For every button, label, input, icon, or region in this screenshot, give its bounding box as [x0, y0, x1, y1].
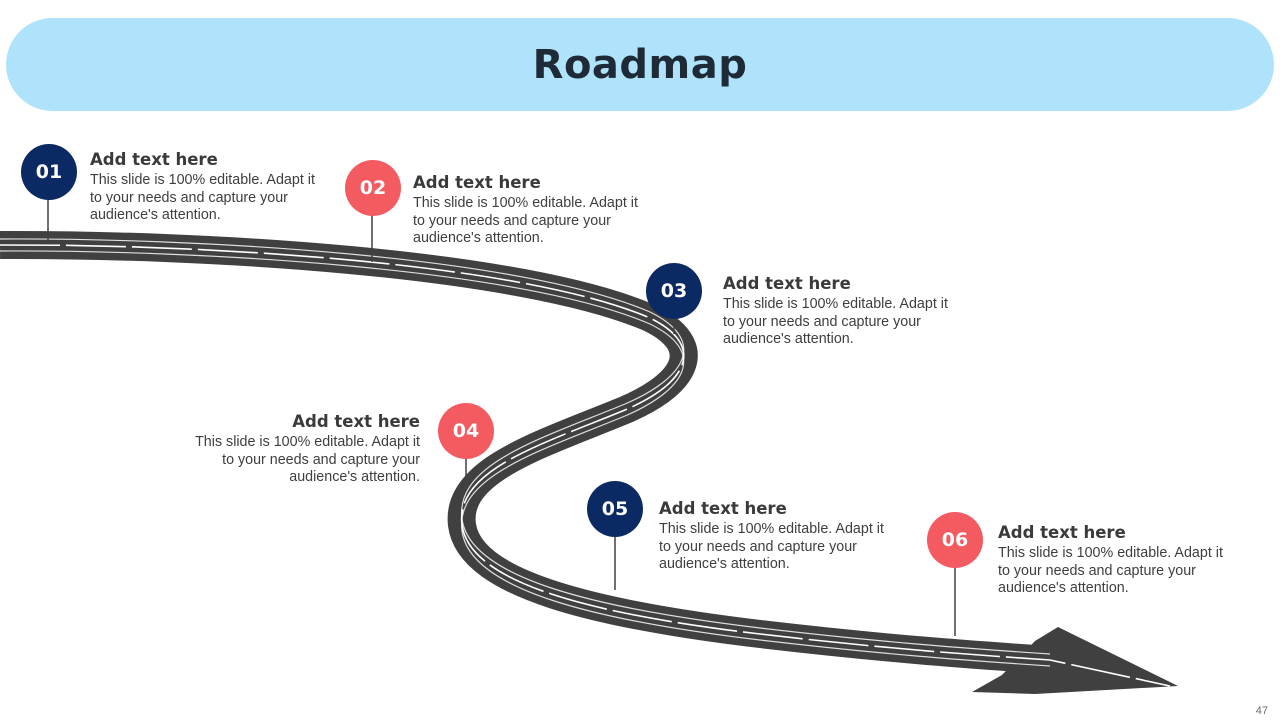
- milestone-body: This slide is 100% editable. Adapt it to…: [659, 521, 884, 572]
- milestone-number: 05: [601, 498, 629, 520]
- milestone-marker-06: 06: [927, 512, 983, 568]
- road-center-line: [0, 244, 1171, 687]
- milestone-body: This slide is 100% editable. Adapt it to…: [90, 172, 315, 223]
- milestone-body: This slide is 100% editable. Adapt it to…: [413, 195, 638, 246]
- milestone-body: This slide is 100% editable. Adapt it to…: [998, 545, 1223, 596]
- milestone-text-05: Add text here This slide is 100% editabl…: [659, 498, 895, 574]
- milestone-marker-04: 04: [438, 403, 494, 459]
- milestone-text-02: Add text here This slide is 100% editabl…: [413, 172, 649, 248]
- milestone-number: 04: [452, 420, 480, 442]
- milestone-title: Add text here: [90, 150, 218, 169]
- milestone-number: 01: [35, 161, 63, 183]
- milestone-marker-03: 03: [646, 263, 702, 319]
- milestone-title: Add text here: [659, 499, 787, 518]
- slide-title: Roadmap: [532, 41, 748, 88]
- page-number: 47: [1255, 705, 1268, 717]
- milestone-text-03: Add text here This slide is 100% editabl…: [723, 273, 959, 349]
- milestone-title: Add text here: [413, 173, 541, 192]
- milestone-text-01: Add text here This slide is 100% editabl…: [90, 149, 326, 225]
- milestone-body: This slide is 100% editable. Adapt it to…: [723, 296, 948, 347]
- milestone-number: 02: [359, 177, 387, 199]
- title-banner: Roadmap: [6, 18, 1274, 111]
- milestone-number: 03: [660, 280, 688, 302]
- road-edge-line: [0, 238, 1051, 655]
- milestone-text-06: Add text here This slide is 100% editabl…: [998, 522, 1234, 598]
- road-edge-line: [0, 250, 1051, 667]
- milestone-title: Add text here: [723, 274, 851, 293]
- milestone-number: 06: [941, 529, 969, 551]
- milestone-title: Add text here: [998, 523, 1126, 542]
- milestone-marker-02: 02: [345, 160, 401, 216]
- milestone-body: This slide is 100% editable. Adapt it to…: [195, 434, 420, 485]
- milestone-marker-05: 05: [587, 481, 643, 537]
- milestone-text-04: Add text here This slide is 100% editabl…: [184, 411, 420, 487]
- milestone-marker-01: 01: [21, 144, 77, 200]
- milestone-title: Add text here: [292, 412, 420, 431]
